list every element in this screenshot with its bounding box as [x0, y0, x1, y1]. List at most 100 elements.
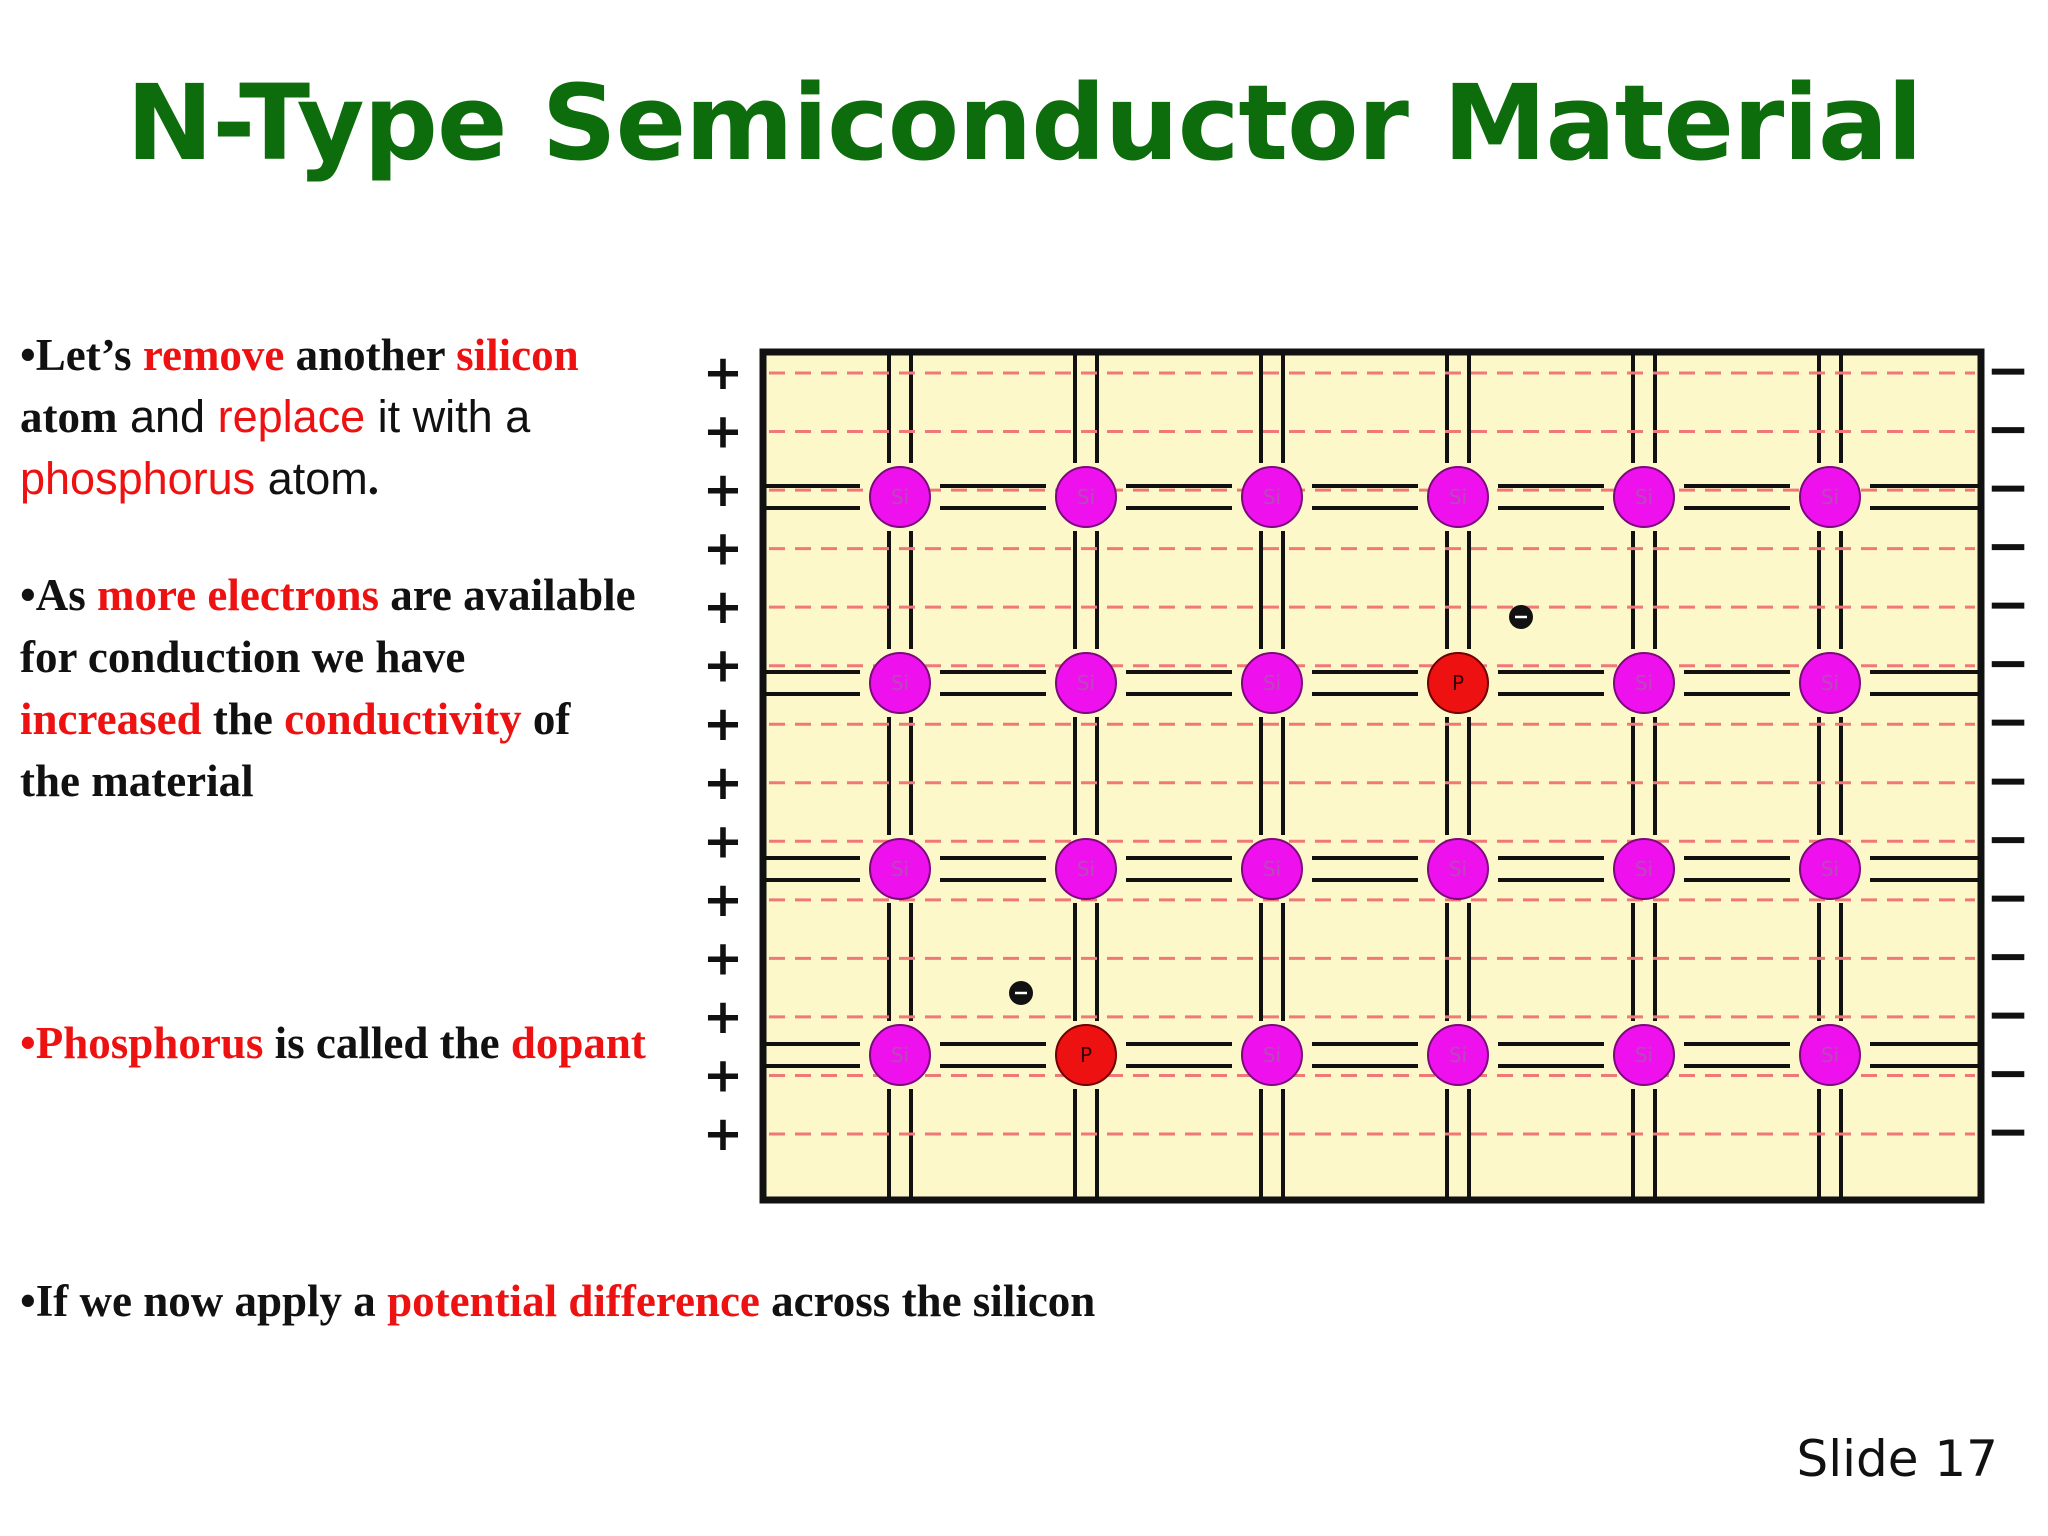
bullet-text-run: phosphorus: [20, 453, 256, 504]
silicon-symbol: Si: [1263, 485, 1281, 509]
bullet-text-run: increased: [20, 694, 202, 744]
positive-terminal-sign: +: [703, 638, 743, 694]
bullet-dopant: •Phosphorus is called the dopant: [20, 1012, 660, 1074]
negative-terminal-sign: −: [1986, 400, 2030, 460]
silicon-atom: [1427, 466, 1489, 528]
bullet-text-run: it with a: [365, 391, 531, 442]
silicon-atom: [1799, 838, 1861, 900]
silicon-symbol: Si: [1635, 857, 1653, 881]
phosphorus-symbol: P: [1452, 671, 1464, 695]
slide-number: Slide 17: [1796, 1430, 1998, 1488]
negative-terminal-sign: −: [1986, 341, 2030, 401]
silicon-symbol: Si: [891, 485, 909, 509]
silicon-atom: [1613, 466, 1675, 528]
silicon-atom: [1241, 1024, 1303, 1086]
negative-terminal-sign: −: [1986, 1043, 2030, 1103]
silicon-symbol: Si: [1449, 1043, 1467, 1067]
bullet-text-run: •As: [20, 570, 98, 620]
bullet-text-run: is called the: [263, 1018, 511, 1068]
negative-terminal-sign: −: [1986, 517, 2030, 577]
silicon-symbol: Si: [1635, 1043, 1653, 1067]
silicon-atom: [1427, 1024, 1489, 1086]
positive-terminal-sign: +: [703, 462, 743, 518]
silicon-atom: [1799, 652, 1861, 714]
bullet-text-run: •If we now apply a: [20, 1276, 388, 1326]
bullet-text-run: •Phosphorus: [20, 1018, 264, 1068]
silicon-atom: [869, 652, 931, 714]
electric-field-lines: [769, 371, 1975, 1136]
silicon-symbol: Si: [1263, 857, 1281, 881]
silicon-atom: [1799, 466, 1861, 528]
negative-terminal-sign: −: [1986, 634, 2030, 694]
bullet-text-run: another: [284, 330, 457, 380]
positive-terminal-sign: +: [703, 930, 743, 986]
silicon-symbol: Si: [1821, 857, 1839, 881]
bullet-text-run: .: [367, 454, 379, 504]
negative-terminal-sign: −: [1986, 1102, 2030, 1162]
negative-terminal-sign: −: [1986, 926, 2030, 986]
positive-terminal-sign: +: [703, 755, 743, 811]
silicon-symbol: Si: [891, 671, 909, 695]
bullet-text-run: across the silicon: [759, 1276, 1096, 1326]
bullet-text-run: replace: [217, 391, 366, 442]
positive-terminal-sign: +: [703, 1106, 743, 1162]
positive-terminal-sign: +: [703, 872, 743, 928]
bullet-text-run: atom: [255, 453, 368, 504]
silicon-atom: [1799, 1024, 1861, 1086]
silicon-atom: [1613, 1024, 1675, 1086]
silicon-symbol: Si: [1449, 485, 1467, 509]
silicon-atom: [869, 1024, 931, 1086]
silicon-atom: [1241, 466, 1303, 528]
bullet-text-run: more electrons: [97, 570, 379, 620]
silicon-atom: [1613, 652, 1675, 714]
silicon-symbol: Si: [1077, 857, 1095, 881]
bullet-more-electrons: •As more electrons are available for con…: [20, 564, 640, 812]
bullet-text-run: potential difference: [387, 1276, 760, 1326]
negative-terminal-sign: −: [1986, 985, 2030, 1045]
silicon-atom: [869, 838, 931, 900]
silicon-atom: [1055, 466, 1117, 528]
covalent-bonds: [763, 352, 1981, 1200]
silicon-symbol: Si: [1821, 485, 1839, 509]
bullet-text-run: dopant: [510, 1018, 646, 1068]
terminals: +−+−+−+−+−+−+−+−+−+−+−+−+−+−: [703, 341, 2030, 1162]
silicon-atom: [1241, 838, 1303, 900]
silicon-symbol: Si: [1821, 671, 1839, 695]
silicon-atom: [1241, 652, 1303, 714]
silicon-symbol: Si: [1821, 1043, 1839, 1067]
bullet-text-run: and: [117, 391, 218, 442]
positive-terminal-sign: +: [703, 696, 743, 752]
silicon-symbol: Si: [891, 1043, 909, 1067]
positive-terminal-sign: +: [703, 404, 743, 460]
positive-terminal-sign: +: [703, 345, 743, 401]
bullet-text-run: the: [201, 694, 285, 744]
positive-terminal-sign: +: [703, 521, 743, 577]
bullet-text-run: remove: [142, 330, 285, 380]
bullet-text-run: silicon: [456, 330, 579, 380]
silicon-symbol: Si: [1077, 671, 1095, 695]
silicon-atom: [869, 466, 931, 528]
phosphorus-atom: [1427, 652, 1489, 714]
bullet-potential-difference: •If we now apply a potential difference …: [20, 1270, 1160, 1332]
negative-terminal-sign: −: [1986, 751, 2030, 811]
silicon-symbol: Si: [1077, 485, 1095, 509]
positive-terminal-sign: +: [703, 989, 743, 1045]
bullet-text-run: conductivity: [284, 694, 522, 744]
bullet-replace-atom: •Let’s remove another silicon atom and r…: [20, 324, 660, 510]
negative-terminal-sign: −: [1986, 458, 2030, 518]
free-electrons: [1009, 605, 1533, 1005]
silicon-symbol: Si: [891, 857, 909, 881]
bullet-text-run: are available for conduction we have: [20, 570, 636, 682]
negative-terminal-sign: −: [1986, 809, 2030, 869]
silicon-atom: [1055, 652, 1117, 714]
silicon-symbol: Si: [1263, 1043, 1281, 1067]
silicon-symbol: Si: [1263, 671, 1281, 695]
lattice-background: [759, 348, 1985, 1204]
negative-terminal-sign: −: [1986, 692, 2030, 752]
positive-terminal-sign: +: [703, 1047, 743, 1103]
positive-terminal-sign: +: [703, 579, 743, 635]
bullet-text-run: •Let’s: [20, 330, 143, 380]
slide-title: N-Type Semiconductor Material: [126, 62, 1923, 184]
silicon-atom: [1613, 838, 1675, 900]
